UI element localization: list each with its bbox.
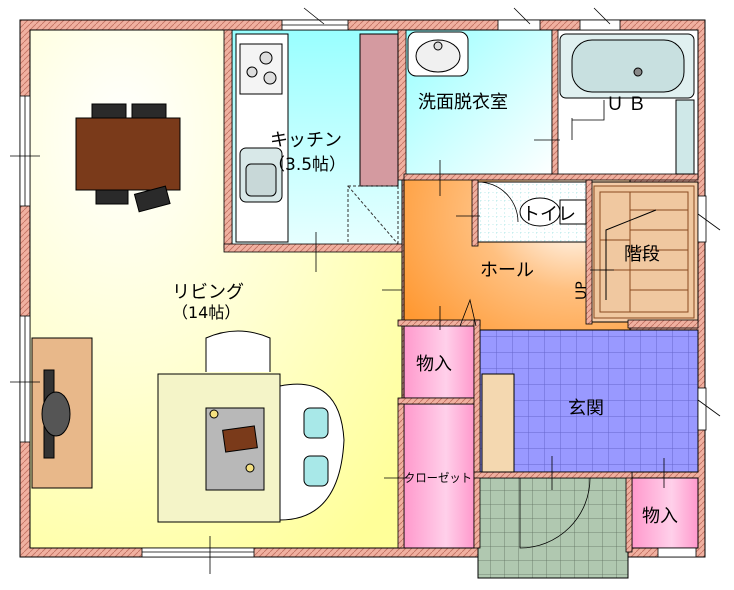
stairs-up-mark: UP xyxy=(574,281,590,300)
bathtub xyxy=(559,33,695,175)
room-labels: キッチン （3.5帖） 洗面脱衣室 ＵＢ トイレ 階段 UP ホール リビング … xyxy=(172,92,678,527)
storage-upper-label: 物入 xyxy=(416,354,452,375)
storage-lower-floor xyxy=(631,477,699,549)
windows xyxy=(19,19,707,558)
tv-unit xyxy=(31,337,93,489)
interior-walls xyxy=(223,29,699,553)
dining-set xyxy=(75,103,181,213)
living-size-label: （14帖） xyxy=(172,303,240,322)
washroom-label: 洗面脱衣室 xyxy=(418,92,508,113)
dimension-marks xyxy=(10,7,721,574)
living-label: リビング xyxy=(172,282,244,303)
wash-basin xyxy=(407,31,469,77)
stairs-label: 階段 xyxy=(624,244,660,265)
entrance-step xyxy=(481,373,515,473)
hall-label: ホール xyxy=(480,260,534,281)
porch-floor xyxy=(477,477,629,579)
bath-label: ＵＢ xyxy=(606,94,650,115)
toilet-label: トイレ xyxy=(522,204,576,225)
sofa-set xyxy=(157,330,345,523)
doors xyxy=(403,100,605,549)
kitchen-size-label: （3.5帖） xyxy=(268,155,346,175)
kitchen-counter xyxy=(235,33,399,245)
storage-lower-label: 物入 xyxy=(642,506,678,527)
toilet-bowl xyxy=(519,197,587,227)
staircase xyxy=(593,185,695,319)
closet-label: クローゼット xyxy=(404,471,472,485)
kitchen-label: キッチン xyxy=(270,130,342,151)
storage-upper-floor xyxy=(403,325,475,399)
entrance-label: 玄関 xyxy=(568,398,604,419)
